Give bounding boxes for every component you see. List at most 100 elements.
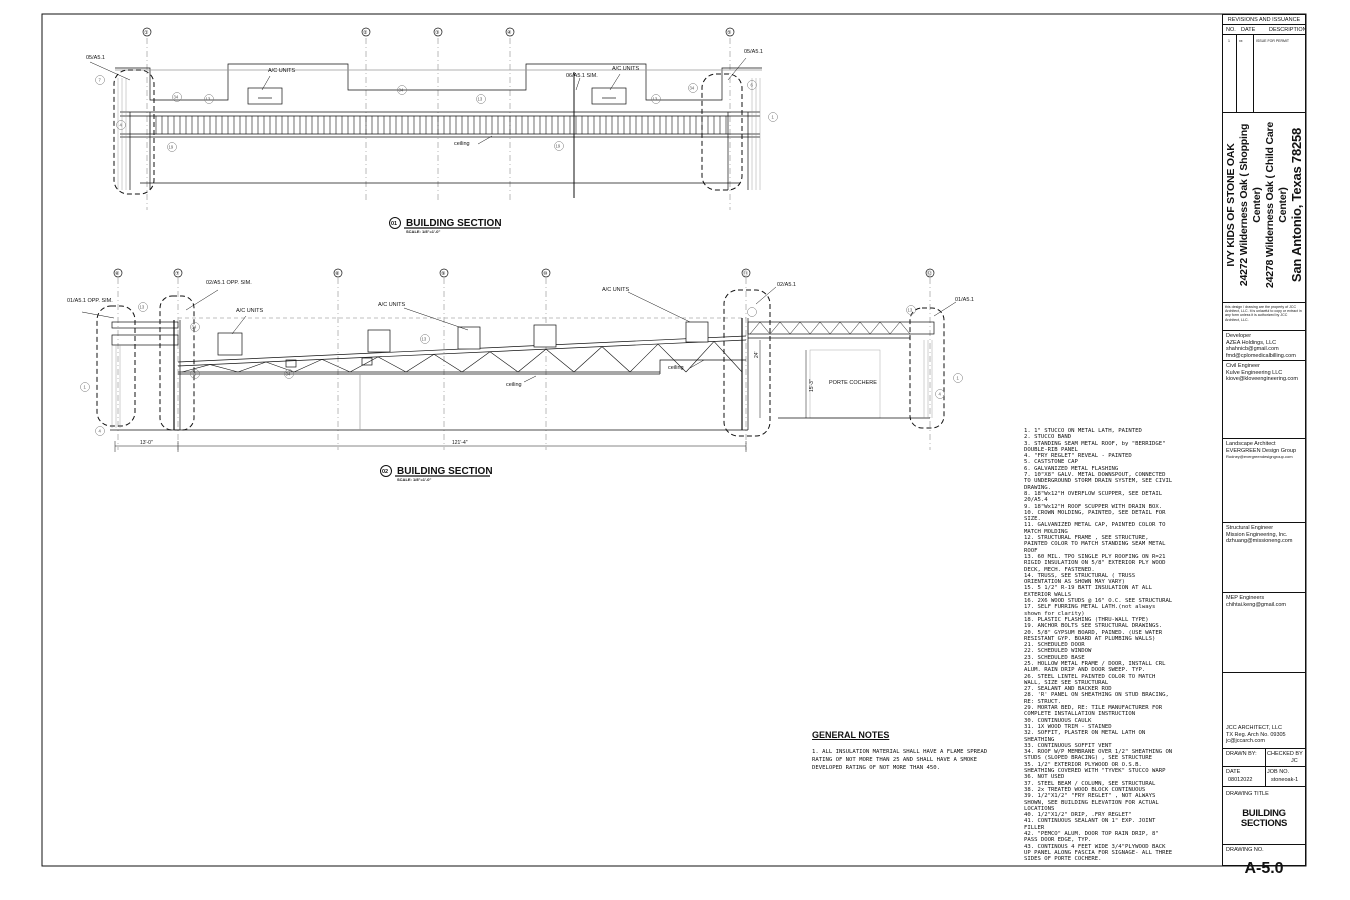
section-number: 02 — [382, 469, 388, 475]
grid-bubble: ⑤ — [727, 30, 732, 36]
label-ac-units: A/C UNITS — [236, 308, 264, 314]
grid-bubble: ② — [363, 30, 368, 36]
key-note: 13 — [653, 97, 658, 102]
key-note: 13 — [140, 305, 145, 310]
revision-date: xx — [1239, 39, 1243, 43]
date-job: DATE 08012022 JOB NO. stoneoak-1 — [1223, 767, 1305, 787]
key-note: 4 — [120, 123, 123, 128]
keynote-item: 4. "FRY REGLET" REVEAL - PAINTED — [1024, 453, 1132, 460]
revisions-header: REVISIONS AND ISSUANCE — [1223, 15, 1305, 25]
keynote-item: 42. "PEMCO" ALUM. DOOR TOP RAIN DRIP, 8"… — [1024, 831, 1159, 844]
col-no: NO. — [1226, 27, 1236, 33]
keynote-item: 38. 2x TREATED WOOD BLOCK CONTINUOUS — [1024, 786, 1146, 793]
keynote-item: 8. 18"Wx12"H OVERFLOW SCUPPER, SEE DETAI… — [1024, 490, 1163, 504]
keynote-item: 41. CONTINUOUS SEALANT ON 1" EXP. JOINT … — [1024, 818, 1156, 831]
consultant-civil: Civil Engineer Kulve Engineering LLC kio… — [1223, 361, 1305, 439]
keynote-item: 16. 2X6 WOOD STUDS @ 16" O.C. SEE STRUCT… — [1024, 598, 1173, 605]
keynote-item: 40. 1/2"X1/2" DRIP, .FRY REGLET" — [1024, 812, 1132, 819]
callout-right: 02/A5.1 — [777, 282, 796, 288]
key-note: 13 — [422, 337, 427, 342]
keynote-item: 21. SCHEDULED DOOR — [1024, 642, 1085, 649]
key-note: 7 — [99, 78, 102, 83]
grid-bubble: ⑫ — [927, 270, 932, 277]
section-title: BUILDING SECTION — [397, 466, 493, 477]
grid-bubble: ⑧ — [335, 271, 340, 277]
grid-bubble: ⑨ — [441, 271, 446, 277]
keynote-item: 25. HOLLOW METAL FRAME / DOOR, INSTALL C… — [1024, 660, 1166, 674]
drawing-title-2: SECTIONS — [1240, 818, 1288, 829]
dimension: 15'-3" — [809, 379, 815, 392]
col-date: DATE — [1241, 27, 1256, 33]
keynote-item: 30. CONTINUOUS CAULK — [1024, 717, 1092, 724]
keynote-item: 23. SCHEDULED BASE — [1024, 654, 1085, 661]
key-note: 4 — [99, 429, 102, 434]
keynote-item: 14. TRUSS, SEE STRUCTURAL ( TRUSS ORIENT… — [1024, 572, 1136, 586]
keynote-item: 9. 18"Wx12"H ROOF SCUPPER WITH DRAIN BOX… — [1024, 503, 1163, 510]
key-note: 34 — [174, 95, 179, 100]
section-scale: SCALE: 1/8"=1'-0" — [406, 229, 441, 234]
keynote-item: 17. SELF FURRING METAL LATH.(not always … — [1024, 604, 1156, 617]
keynote-item: 34. ROOF W/P MEMBRANE OVER 1/2" SHEATHIN… — [1024, 749, 1173, 762]
revisions-columns: NO. DATE DESCRIPTION — [1223, 25, 1307, 35]
keynote-item: 36. NOT USED — [1024, 774, 1065, 781]
col-description: DESCRIPTION — [1269, 27, 1307, 33]
callout-left: 01/A5.1 OPP. SIM. — [67, 298, 113, 304]
keynote-item: 31. 1X WOOD TRIM - STAINED — [1024, 723, 1112, 730]
drawing-number-box: DRAWING NO. A-5.0 — [1223, 845, 1305, 877]
section-scale: SCALE: 1/8"=1'-0" — [397, 477, 432, 482]
dimension: 121'-4" — [452, 440, 468, 446]
revision-row: 1 xx ISSUE FOR PERMIT — [1223, 35, 1305, 113]
label-ac-units: A/C UNITS — [378, 302, 406, 308]
callout-mid: 06/A5.1 SIM. — [566, 73, 598, 79]
grid-bubble: ③ — [435, 30, 440, 36]
keynote-item: 37. STEEL BEAM / COLUMN, SEE STRUCTURAL — [1024, 780, 1156, 787]
keynote-item: 43. CONTINOUS 4 FEET WIDE 3/4"PLYWOOD BA… — [1024, 843, 1173, 863]
keynote-item: 15. 5 1/2" R-19 BATT INSULATION AT ALL E… — [1024, 585, 1152, 598]
drawing-title-box: DRAWING TITLE BUILDING SECTIONS — [1223, 787, 1305, 845]
keynote-item: 29. MORTAR BED, RE: TILE MANUFACTURER FO… — [1024, 705, 1163, 718]
drawing-title-1: BUILDING — [1242, 808, 1286, 819]
callout-left: 05/A5.1 — [86, 55, 105, 61]
project-address-1: 24272 Wilderness Oak ( Shopping Center) — [1238, 123, 1263, 287]
keynote-item: 19. ANCHOR BOLTS SEE STRUCTURAL DRAWINGS… — [1024, 623, 1163, 630]
project-info: IVY KIDS OF STONE OAK 24272 Wilderness O… — [1223, 113, 1305, 303]
section-1 — [89, 27, 778, 229]
keynote-item: 2. STUCCO BAND — [1024, 434, 1072, 441]
keynote-item: 6. GALVANIZED METAL FLASHING — [1024, 465, 1119, 472]
callout-right: 05/A5.1 — [744, 49, 763, 55]
project-address-2: 24278 Wilderness Oak ( Child Care Center… — [1264, 121, 1289, 289]
keynote-item: 33. CONTINUOUS SOFFIT VENT — [1024, 742, 1112, 749]
project-city: San Antonio, Texas 78258 — [1289, 127, 1304, 283]
drawn-checked: DRAWN BY: CHECKED BY JC — [1223, 749, 1305, 767]
label-ac-units: A/C UNITS — [602, 287, 630, 293]
keynote-item: 7. 10"X8" GALV. METAL DOWNSPOUT, CONNECT… — [1024, 472, 1173, 491]
label-porte-cochere: PORTE COCHERE — [829, 380, 877, 386]
callout-right-2: 01/A5.1 — [955, 297, 974, 303]
revision-description: ISSUE FOR PERMIT — [1256, 39, 1290, 43]
key-note: 34 — [690, 86, 695, 91]
sheet-border — [41, 13, 1307, 867]
label-ceiling: ceiling — [668, 365, 684, 371]
consultant-structural: Structural Engineer Mission Engineering,… — [1223, 523, 1305, 593]
key-note: 34 — [399, 88, 404, 93]
key-note: 19 — [169, 145, 174, 150]
label-ceiling: ceiling — [454, 141, 470, 147]
section-number: 01 — [391, 221, 397, 227]
keynote-item: 32. SOFFIT, PLASTER ON METAL LATH ON SHE… — [1024, 730, 1146, 743]
label-ac-units: A/C UNITS — [612, 66, 640, 72]
project-name: IVY KIDS OF STONE OAK — [1225, 143, 1237, 267]
section-2 — [80, 268, 963, 477]
keynote-item: 12. STRUCTURAL FRAME , SEE STRUCTURE, PA… — [1024, 535, 1166, 554]
key-note: 1 — [84, 385, 87, 390]
dimension: 13'-0" — [140, 440, 153, 446]
grid-bubble: ⑥ — [115, 271, 120, 277]
key-note: 19 — [556, 144, 561, 149]
keynote-item: 39. 1/2"X1/2" "FRY REGLET" , NOT ALWAYS … — [1024, 793, 1159, 812]
key-note: 13 — [478, 97, 483, 102]
key-note: 13 — [908, 308, 913, 313]
key-note: 13 — [206, 97, 211, 102]
consultant-mep: MEP Engineers chihtai.keng@gmail.com — [1223, 593, 1305, 673]
keynote-item: 1. 1" STUCCO ON METAL LATH, PAINTED — [1024, 428, 1142, 434]
